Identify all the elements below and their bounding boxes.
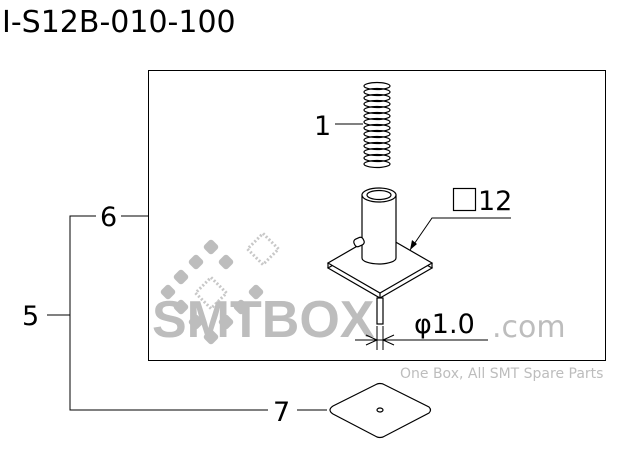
spring-coil bbox=[363, 99, 391, 109]
spring-coil bbox=[363, 141, 391, 151]
leader-line-square bbox=[409, 217, 511, 251]
callout-5: 5 bbox=[22, 301, 39, 332]
watermark-logo bbox=[160, 231, 281, 345]
square-size-label: 12 bbox=[478, 186, 512, 217]
pad-part bbox=[329, 382, 432, 439]
nozzle-part bbox=[326, 187, 434, 325]
square-symbol bbox=[452, 187, 477, 212]
spring-coil bbox=[363, 81, 391, 91]
watermark-tagline: One Box, All SMT Spare Parts bbox=[400, 366, 603, 382]
spring-coil bbox=[363, 105, 391, 115]
arrow-head bbox=[410, 240, 417, 250]
bracket-line bbox=[69, 215, 268, 411]
assembly-frame bbox=[148, 70, 606, 361]
spring-coil bbox=[363, 117, 391, 127]
spring-coil bbox=[363, 153, 391, 163]
spring-part bbox=[363, 81, 391, 169]
diameter-label: φ1.0 bbox=[414, 309, 475, 340]
callout-1: 1 bbox=[314, 111, 331, 142]
callout-7: 7 bbox=[273, 397, 290, 428]
watermark-domain: .com bbox=[492, 310, 566, 345]
spring-coil bbox=[363, 147, 391, 157]
spring-coil bbox=[363, 135, 391, 145]
spring-coil bbox=[363, 129, 391, 139]
spring-coil bbox=[363, 159, 391, 169]
callout-6: 6 bbox=[100, 202, 117, 233]
watermark-brand: SMTBOX bbox=[152, 291, 375, 349]
part-number-title: I-S12B-010-100 bbox=[2, 5, 236, 40]
spring-coil bbox=[363, 93, 391, 103]
spring-coil bbox=[363, 87, 391, 97]
spring-coil bbox=[363, 111, 391, 121]
spring-coil bbox=[363, 123, 391, 133]
